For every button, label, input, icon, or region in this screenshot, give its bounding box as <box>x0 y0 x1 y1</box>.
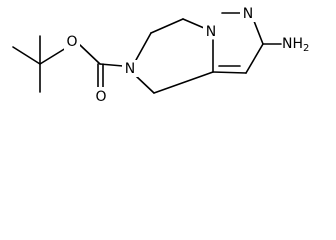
bond-tbu-methyl-1 <box>12 46 41 65</box>
bond-ch2-n-pyrazole <box>182 18 205 29</box>
bond-carbonyl-n <box>99 63 124 67</box>
bond-c-amine-ch <box>245 43 264 74</box>
atom-label-n-ring1: N <box>206 24 216 40</box>
atom-label-o-ester: O <box>66 34 77 50</box>
structure-canvas: N N N O O NH2 <box>12 5 309 105</box>
bond-n-c-amine <box>253 20 264 45</box>
amine-subscript: 2 <box>303 43 309 54</box>
atom-label-n-carbamate: N <box>125 61 135 77</box>
bond-ch2-fused-c <box>153 71 214 94</box>
atom-label-amine: NH2 <box>282 36 309 54</box>
amine-label-text: NH <box>282 36 303 52</box>
atom-label-n-ring2: N <box>243 6 253 22</box>
molecule-structure: N N N O O NH2 <box>12 5 309 105</box>
bond-n-ch2-top <box>135 32 152 61</box>
bond-o-carbonyl-c <box>79 44 101 65</box>
bond-tbu-o <box>39 47 67 65</box>
bond-ch-fused-c <box>212 71 247 74</box>
atom-label-o-carbonyl: O <box>95 89 106 105</box>
bond-n-ch2-bottom <box>135 75 155 94</box>
bond-ch2-ch2 <box>150 18 184 34</box>
